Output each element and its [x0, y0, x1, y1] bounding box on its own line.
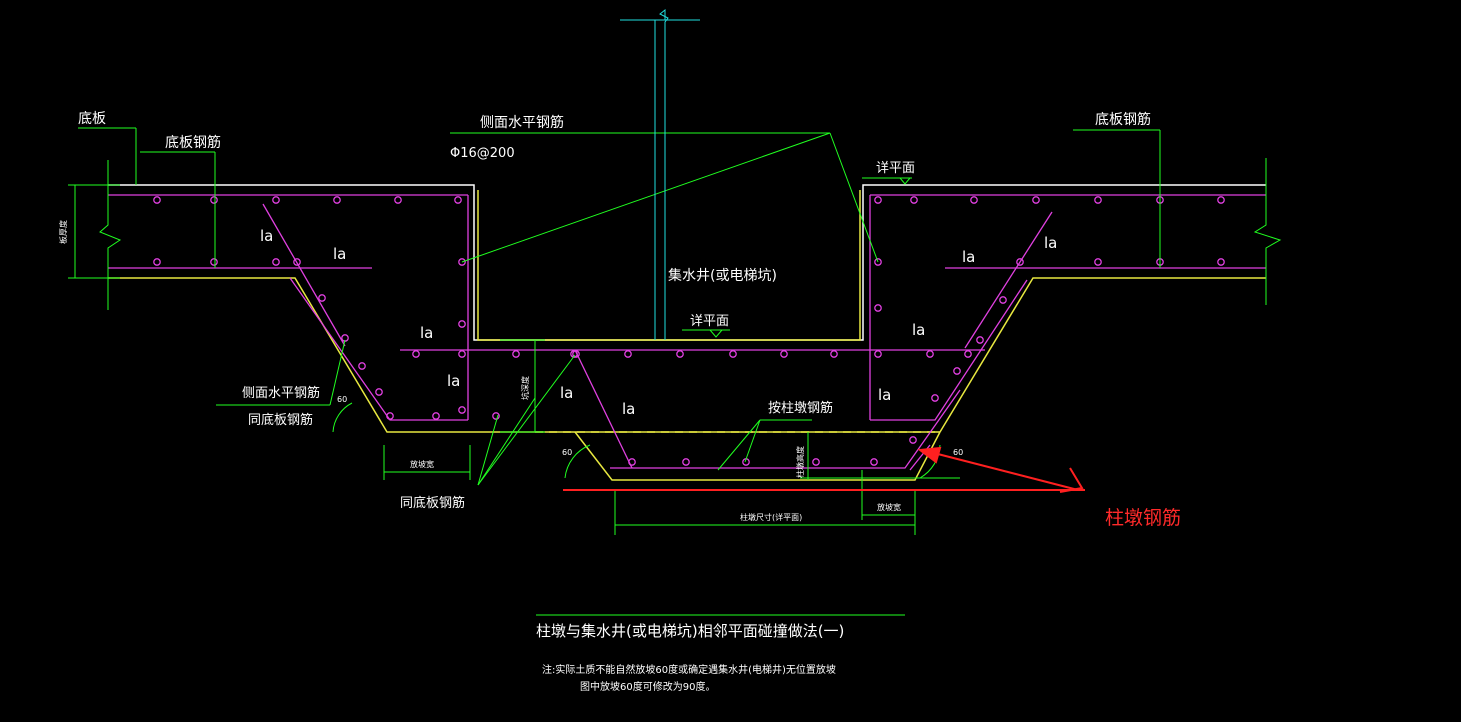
same-slab-rebar-bottom-label: 同底板钢筋	[400, 495, 465, 511]
la-label: la	[560, 384, 573, 402]
side-rebar-top-label: 侧面水平钢筋	[480, 114, 564, 131]
rebar-dot	[570, 350, 578, 358]
rebar-dot	[333, 196, 341, 204]
rebar-dot	[386, 412, 394, 420]
rebar-dot	[492, 412, 500, 420]
la-label: la	[333, 245, 346, 263]
rebar-dot	[458, 350, 466, 358]
la-label: la	[878, 386, 891, 404]
rebar-dot	[729, 350, 737, 358]
center-axis	[620, 8, 700, 340]
rebar-dot	[1094, 258, 1102, 266]
rebar-dot	[1217, 258, 1225, 266]
rebar-dot	[870, 458, 878, 466]
rebar-dot	[318, 294, 326, 302]
rebar-dot	[910, 196, 918, 204]
rebar-dot	[780, 350, 788, 358]
slab-left-label: 底板	[78, 111, 106, 127]
slab-thickness-label: 板厚度	[58, 220, 68, 244]
la-label: la	[622, 400, 635, 418]
rebar-dot	[628, 458, 636, 466]
rebar-dot	[458, 406, 466, 414]
dimension-lines	[68, 127, 1282, 616]
slope-width-right-label: 放坡宽	[877, 502, 901, 512]
rebar-dot	[210, 258, 218, 266]
rebar-dot	[874, 258, 882, 266]
concrete-outline	[108, 184, 1266, 341]
angle-right-label: 60	[953, 448, 963, 457]
rebar-dot	[1016, 258, 1024, 266]
column-pier-rebar-annotation: 柱墩钢筋	[1105, 507, 1181, 529]
rebar-lines	[108, 194, 1266, 471]
section-bottom-outline	[108, 190, 1266, 481]
pier-height-label: 柱墩高度	[795, 446, 805, 478]
rebar-dot	[293, 258, 301, 266]
pier-rebar-label: 按柱墩钢筋	[768, 400, 833, 416]
rebar-dot	[676, 350, 684, 358]
rebar-dot	[210, 196, 218, 204]
rebar-dot	[1032, 196, 1040, 204]
rebar-dot	[458, 320, 466, 328]
rebar-dot	[272, 196, 280, 204]
rebar-dot	[976, 336, 984, 344]
la-label: la	[912, 321, 925, 339]
rebar-dot	[375, 388, 383, 396]
la-label: la	[420, 324, 433, 342]
angle-mid-label: 60	[562, 448, 572, 457]
rebar-dot	[682, 458, 690, 466]
red-annotation	[563, 446, 1085, 493]
detail-plan-top-label: 详平面	[876, 161, 915, 176]
rebar-dot	[999, 296, 1007, 304]
rebar-dot	[964, 350, 972, 358]
drawing-title: 柱墩与集水井(或电梯坑)相邻平面碰撞做法(一)	[536, 622, 844, 640]
detail-plan-mid-label: 详平面	[690, 314, 729, 329]
side-rebar-left-label: 侧面水平钢筋	[242, 385, 320, 401]
rebar-dot	[454, 196, 462, 204]
rebar-dots	[153, 196, 1225, 466]
slab-rebar-right-label: 底板钢筋	[1095, 111, 1151, 128]
rebar-dot	[458, 258, 466, 266]
rebar-dot	[153, 258, 161, 266]
rebar-dot	[812, 458, 820, 466]
rebar-dot	[874, 304, 882, 312]
la-label: la	[1044, 234, 1057, 252]
pit-name-label: 集水井(或电梯坑)	[668, 267, 777, 284]
rebar-dot	[394, 196, 402, 204]
labels: 底板 底板钢筋 侧面水平钢筋 Φ16@200 底板钢筋 详平面 集水井(或电梯坑…	[58, 111, 1181, 693]
side-rebar-spec-label: Φ16@200	[450, 146, 515, 161]
rebar-dot	[432, 412, 440, 420]
la-label: la	[260, 227, 273, 245]
la-label: la	[962, 248, 975, 266]
la-label: la	[447, 372, 460, 390]
rebar-dot	[830, 350, 838, 358]
rebar-dot	[1217, 196, 1225, 204]
slab-rebar-left-label: 底板钢筋	[165, 134, 221, 151]
rebar-dot	[512, 350, 520, 358]
note-line-2: 图中放坡60度可修改为90度。	[580, 680, 715, 693]
angle-left-label: 60	[337, 395, 347, 404]
same-slab-rebar-left-label: 同底板钢筋	[248, 412, 313, 428]
rebar-dot	[970, 196, 978, 204]
rebar-dot	[931, 394, 939, 402]
rebar-dot	[953, 367, 961, 375]
note-line-1: 注:实际土质不能自然放坡60度或确定遇集水井(电梯井)无位置放坡	[542, 663, 836, 676]
pit-depth-label: 坑深度	[520, 376, 530, 400]
rebar-dot	[926, 350, 934, 358]
rebar-dot	[624, 350, 632, 358]
rebar-dot	[153, 196, 161, 204]
rebar-dot	[874, 196, 882, 204]
rebar-dot	[874, 350, 882, 358]
rebar-dot	[909, 436, 917, 444]
pier-plan-size-label: 柱墩尺寸(详平面)	[740, 512, 802, 522]
rebar-dot	[272, 258, 280, 266]
slope-width-left-label: 放坡宽	[410, 459, 434, 469]
rebar-dot	[358, 362, 366, 370]
rebar-dot	[1094, 196, 1102, 204]
rebar-dot	[412, 350, 420, 358]
